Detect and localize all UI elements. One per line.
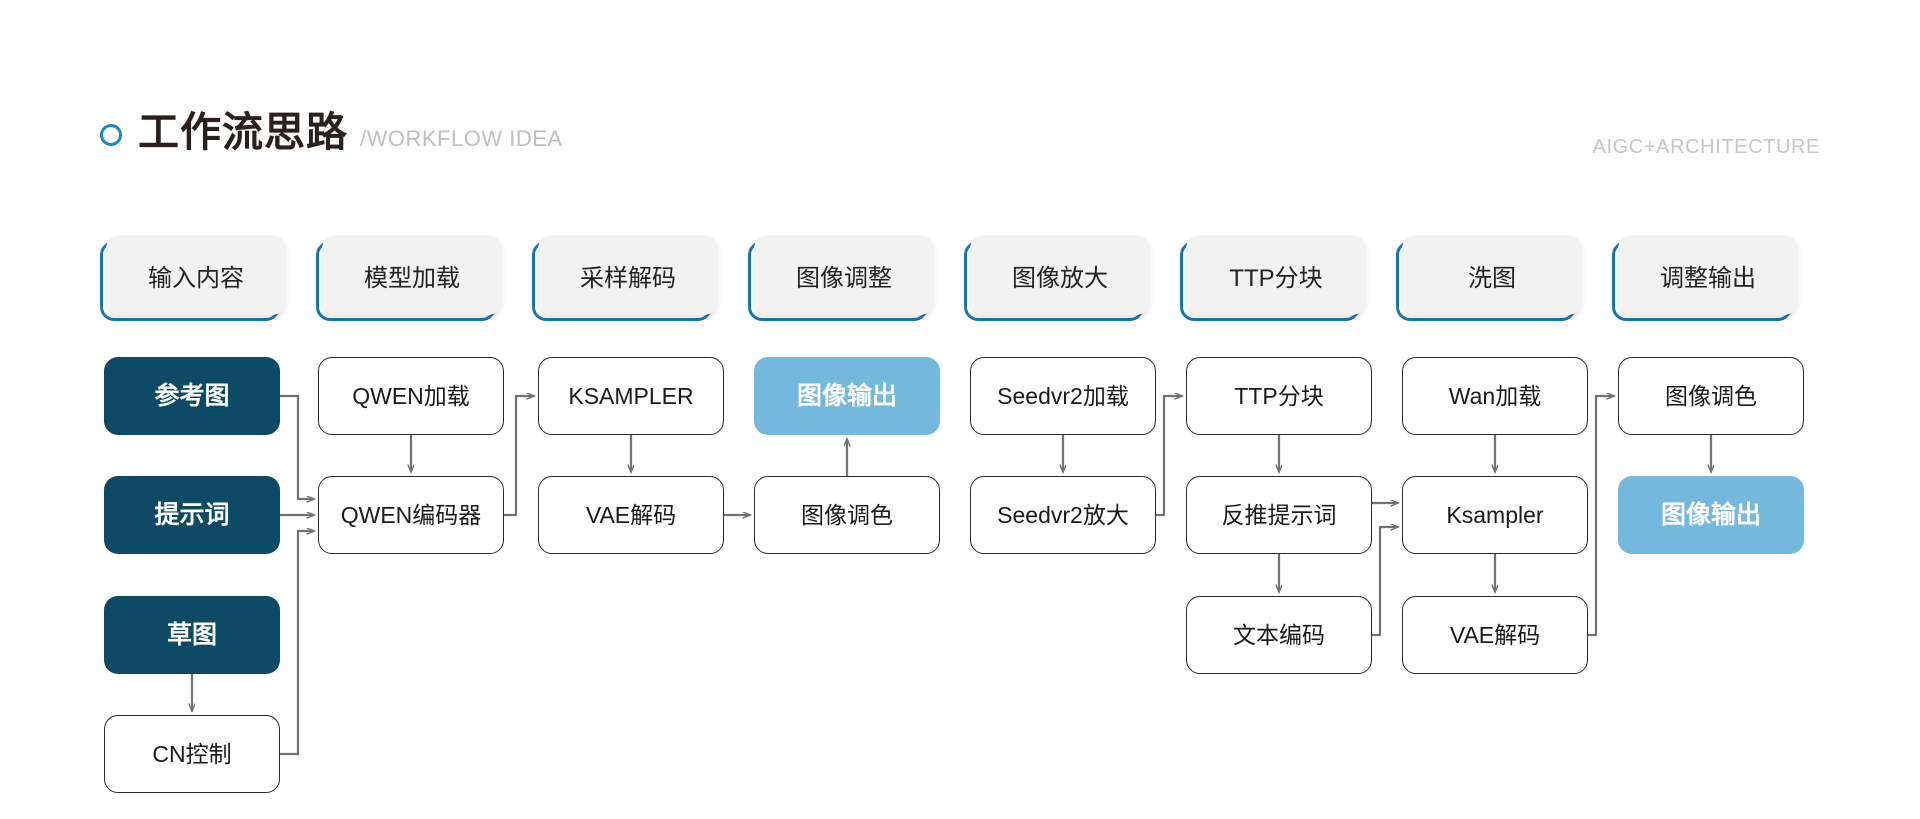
flow-node-label: TTP分块 — [1234, 382, 1324, 409]
stage-chip-face: 图像放大 — [970, 235, 1150, 315]
flow-node-label: QWEN编码器 — [340, 501, 482, 528]
flow-node-label: VAE解码 — [1449, 621, 1541, 648]
flow-node-seedload[interactable]: Seedvr2加载 — [970, 357, 1156, 435]
stage-chip[interactable]: 图像调整 — [748, 235, 934, 321]
flow-node-label: QWEN加载 — [352, 382, 470, 409]
flow-node-label: 提示词 — [154, 500, 230, 529]
stage-chip[interactable]: TTP分块 — [1180, 235, 1366, 321]
stage-chip-label: 洗图 — [1468, 264, 1516, 292]
flow-node-label: Ksampler — [1446, 501, 1544, 528]
flow-node-ksampler1[interactable]: KSAMPLER — [538, 357, 724, 435]
flow-node-imgcolor2[interactable]: 图像调色 — [1618, 357, 1804, 435]
flow-node-label: VAE解码 — [585, 501, 677, 528]
connector — [1156, 396, 1182, 517]
flow-node-revprompt[interactable]: 反推提示词 — [1186, 476, 1372, 554]
flow-node-label: KSAMPLER — [568, 382, 694, 409]
stage-chip[interactable]: 洗图 — [1396, 235, 1582, 321]
flow-node-qwenenc[interactable]: QWEN编码器 — [318, 476, 504, 554]
flow-node-ref[interactable]: 参考图 — [104, 357, 280, 435]
flow-node-prompt[interactable]: 提示词 — [104, 476, 280, 554]
flow-node-label: 图像输出 — [1660, 500, 1761, 529]
stage-chip-face: 调整输出 — [1618, 235, 1798, 315]
flow-node-label: 文本编码 — [1233, 621, 1325, 648]
stage-chip-label: 输入内容 — [148, 264, 244, 292]
connector — [280, 531, 314, 756]
stage-chip-label: 调整输出 — [1660, 264, 1756, 292]
stage-chip-label: TTP分块 — [1229, 264, 1323, 292]
flow-node-wanload[interactable]: Wan加载 — [1402, 357, 1588, 435]
flow-node-imgcolor1[interactable]: 图像调色 — [754, 476, 940, 554]
connector — [1372, 527, 1398, 637]
flow-node-vaedec2[interactable]: VAE解码 — [1402, 596, 1588, 674]
flow-node-cn[interactable]: CN控制 — [104, 715, 280, 793]
stage-chip-face: 采样解码 — [538, 235, 718, 315]
flow-node-label: 草图 — [166, 620, 217, 649]
flow-node-label: 反推提示词 — [1221, 501, 1337, 528]
stage-chip[interactable]: 调整输出 — [1612, 235, 1798, 321]
stage-chip[interactable]: 输入内容 — [100, 235, 286, 321]
flow-node-seedup[interactable]: Seedvr2放大 — [970, 476, 1156, 554]
flow-node-label: 参考图 — [154, 381, 230, 410]
flow-node-label: CN控制 — [152, 740, 232, 767]
stage-chip[interactable]: 模型加载 — [316, 235, 502, 321]
stage-chip-face: 输入内容 — [106, 235, 286, 315]
stage-chip-label: 图像调整 — [796, 264, 892, 292]
page-header: 工作流思路 /WORKFLOW IDEA — [100, 112, 563, 153]
stage-chip-face: 图像调整 — [754, 235, 934, 315]
header-right-label: AIGC+ARCHITECTURE — [1592, 136, 1820, 158]
flow-node-sketch[interactable]: 草图 — [104, 596, 280, 674]
flow-node-imgout1[interactable]: 图像输出 — [754, 357, 940, 435]
stage-chip-face: 模型加载 — [322, 235, 502, 315]
page-subtitle: /WORKFLOW IDEA — [360, 126, 563, 151]
flow-node-label: Seedvr2加载 — [997, 382, 1129, 409]
stage-chip[interactable]: 图像放大 — [964, 235, 1150, 321]
flow-node-label: Seedvr2放大 — [997, 501, 1129, 528]
flow-node-label: 图像调色 — [1665, 382, 1757, 409]
flow-node-label: Wan加载 — [1448, 382, 1542, 409]
flow-node-label: 图像调色 — [801, 501, 893, 528]
flow-node-vaedec1[interactable]: VAE解码 — [538, 476, 724, 554]
circle-outline-icon — [100, 123, 122, 146]
stage-chip-face: 洗图 — [1402, 235, 1582, 315]
page-title: 工作流思路 — [138, 109, 348, 155]
stage-chip-label: 采样解码 — [580, 264, 676, 292]
flow-node-textenc[interactable]: 文本编码 — [1186, 596, 1372, 674]
flow-node-ksampler2[interactable]: Ksampler — [1402, 476, 1588, 554]
stage-chip-face: TTP分块 — [1186, 235, 1366, 315]
connector — [280, 394, 314, 499]
stage-chip-label: 图像放大 — [1012, 264, 1108, 292]
stage-chip[interactable]: 采样解码 — [532, 235, 718, 321]
stage-chip-label: 模型加载 — [364, 264, 460, 292]
flow-node-label: 图像输出 — [796, 381, 897, 410]
flow-node-imgout2[interactable]: 图像输出 — [1618, 476, 1804, 554]
flow-node-ttp[interactable]: TTP分块 — [1186, 357, 1372, 435]
connector — [1588, 396, 1614, 637]
flow-node-qwenload[interactable]: QWEN加载 — [318, 357, 504, 435]
connector — [504, 396, 534, 517]
